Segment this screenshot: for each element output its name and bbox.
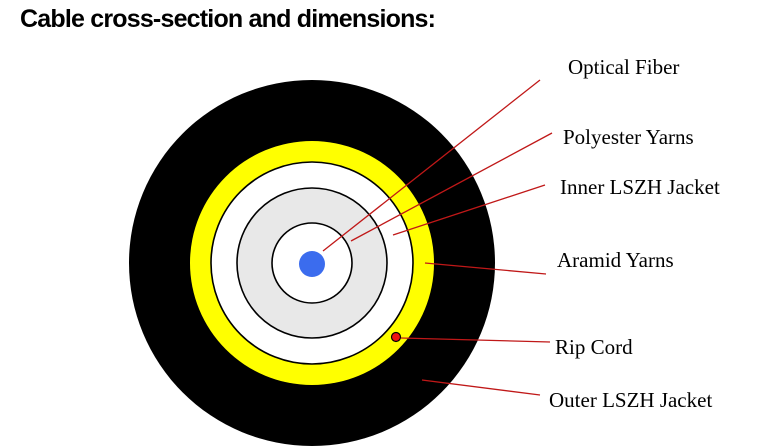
label-aramid-yarns: Aramid Yarns xyxy=(557,248,674,272)
rip-cord-leader-line xyxy=(400,337,551,343)
rip-cord-dot xyxy=(390,331,402,343)
polyester-yarns-leader-line xyxy=(350,132,553,242)
label-polyester-yarns: Polyester Yarns xyxy=(563,125,694,149)
label-inner-lszh-jacket: Inner LSZH Jacket xyxy=(560,175,720,199)
label-outer-lszh-jacket: Outer LSZH Jacket xyxy=(549,388,713,412)
aramid-yarns-leader-line xyxy=(424,262,547,275)
inner-lszh-jacket-leader-line xyxy=(392,184,546,236)
label-optical-fiber: Optical Fiber xyxy=(568,55,680,79)
page-title: Cable cross-section and dimensions: xyxy=(20,5,436,33)
optical-fiber-leader-line xyxy=(322,79,541,252)
outer-lszh-jacket-leader-line xyxy=(421,379,541,396)
optical-fiber-dot xyxy=(299,251,325,277)
label-rip-cord: Rip Cord xyxy=(555,335,633,359)
